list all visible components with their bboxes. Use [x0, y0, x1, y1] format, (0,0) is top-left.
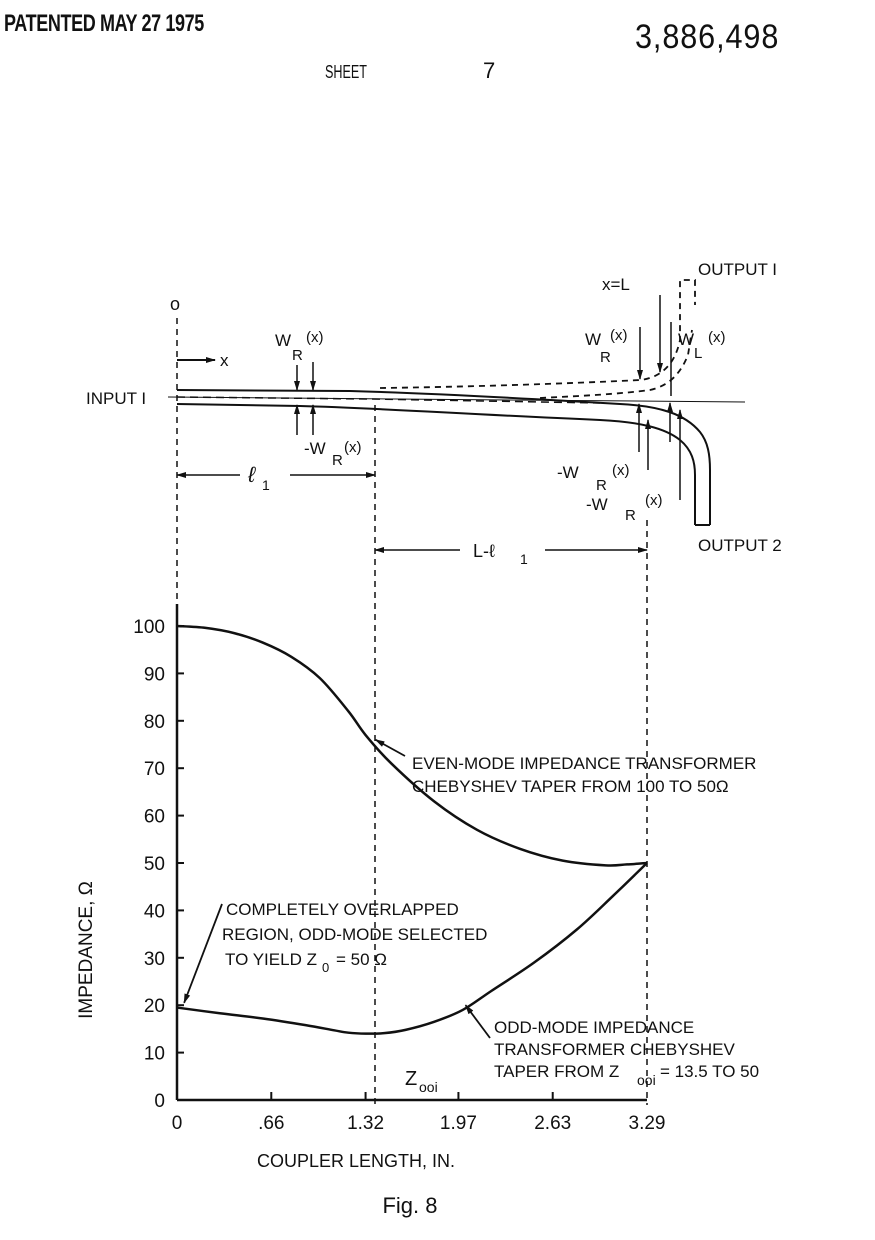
- svg-text:W: W: [678, 330, 694, 349]
- svg-text:CHEBYSHEV TAPER FROM 100 TO 50: CHEBYSHEV TAPER FROM 100 TO 50Ω: [412, 777, 729, 796]
- svg-text:COMPLETELY OVERLAPPED: COMPLETELY OVERLAPPED: [226, 900, 459, 919]
- svg-text:R: R: [292, 347, 303, 364]
- svg-text:L-ℓ: L-ℓ: [473, 541, 495, 561]
- svg-text:TAPER FROM Z: TAPER FROM Z: [494, 1062, 619, 1081]
- y-tick-label: 30: [144, 949, 165, 970]
- x-tick-label: 3.29: [629, 1113, 666, 1134]
- y-tick-label: 20: [144, 996, 165, 1017]
- sheet-label: SHEET: [325, 62, 368, 82]
- svg-text:W: W: [275, 331, 291, 350]
- output1-label: OUTPUT I: [698, 260, 777, 279]
- svg-text:ODD-MODE IMPEDANCE: ODD-MODE IMPEDANCE: [494, 1018, 694, 1037]
- svg-text:0: 0: [322, 960, 329, 975]
- y-tick-label: 10: [144, 1044, 165, 1065]
- y-tick-label: 80: [144, 712, 165, 733]
- x-label: x: [220, 351, 229, 370]
- x-tick-label: 2.63: [534, 1113, 571, 1134]
- svg-text:(x): (x): [708, 329, 726, 346]
- y-tick-label: 100: [133, 617, 165, 638]
- y-tick-label: 40: [144, 901, 165, 922]
- svg-text:ooi: ooi: [637, 1072, 656, 1088]
- impedance-chart: 0 10 20 30 40 50 60 70 80 90 100 0 .66 1.32 1.97 2.63 3.…: [133, 604, 665, 1134]
- wl-label: W L (x): [678, 329, 726, 362]
- figure-caption: Fig. 8: [382, 1193, 437, 1218]
- L-minus-l1-label: L-ℓ 1: [473, 541, 528, 567]
- svg-text:R: R: [600, 349, 611, 366]
- x-eq-L-label: x=L: [602, 275, 630, 294]
- odd-mode-curve: [176, 862, 648, 1035]
- svg-text:= 13.5 TO 50: = 13.5 TO 50: [660, 1062, 759, 1081]
- wr-label-top-left: W R (x): [275, 329, 324, 364]
- svg-text:L: L: [694, 345, 702, 362]
- input1-label: INPUT I: [86, 389, 146, 408]
- svg-text:ℓ: ℓ: [247, 462, 256, 487]
- output1-dashed-inner: [539, 329, 693, 399]
- svg-text:Z: Z: [405, 1068, 417, 1090]
- neg-wr-label-right-1: -W R (x): [557, 462, 630, 494]
- l1-label: ℓ 1: [247, 462, 270, 493]
- svg-text:(x): (x): [612, 462, 630, 479]
- strip-bottom-edge: [176, 403, 696, 525]
- centerline: [167, 396, 746, 403]
- svg-text:(x): (x): [344, 439, 362, 456]
- x-tick-label: 1.97: [440, 1113, 477, 1134]
- svg-text:(x): (x): [610, 327, 628, 344]
- y-tick-label: 90: [144, 664, 165, 685]
- neg-wr-label-left: -W R (x): [304, 439, 362, 469]
- svg-text:R: R: [625, 507, 636, 524]
- even-mode-curve: [176, 624, 648, 867]
- y-axis-title: IMPEDANCE, Ω: [76, 881, 97, 1019]
- x-tick-label: 0: [172, 1113, 183, 1134]
- svg-text:-W: -W: [586, 495, 608, 514]
- svg-text:R: R: [332, 452, 343, 469]
- overlapped-leader: [183, 903, 223, 1004]
- x-tick-label: .66: [258, 1113, 284, 1134]
- annotation-odd-mode: ODD-MODE IMPEDANCE TRANSFORMER CHEBYSHEV…: [494, 1018, 759, 1088]
- svg-text:1: 1: [520, 551, 528, 567]
- sheet-number: 7: [483, 58, 496, 83]
- annotation-overlapped: COMPLETELY OVERLAPPED REGION, ODD-MODE S…: [222, 900, 487, 975]
- svg-text:W: W: [585, 330, 601, 349]
- svg-text:REGION, ODD-MODE SELECTED: REGION, ODD-MODE SELECTED: [222, 925, 487, 944]
- x-axis-title: COUPLER LENGTH, IN.: [257, 1151, 455, 1171]
- x-tick-label: 1.32: [347, 1113, 384, 1134]
- even-mode-leader: [374, 738, 406, 757]
- svg-text:TO YIELD Z: TO YIELD Z: [225, 950, 317, 969]
- svg-text:-W: -W: [557, 463, 579, 482]
- output1-dashed-outer: [379, 279, 696, 389]
- annotation-zooi: Z ooi: [405, 1068, 438, 1095]
- y-tick-label: 70: [144, 759, 165, 780]
- y-tick-label: 0: [154, 1091, 165, 1112]
- patent-number: 3,886,498: [635, 18, 780, 56]
- y-tick-label: 50: [144, 854, 165, 875]
- svg-text:EVEN-MODE IMPEDANCE TRANSFORME: EVEN-MODE IMPEDANCE TRANSFORMER: [412, 754, 756, 773]
- strip-top-edge: [176, 389, 711, 525]
- y-tick-label: 60: [144, 807, 165, 828]
- svg-text:= 50 Ω: = 50 Ω: [336, 950, 387, 969]
- origin-label: o: [170, 294, 180, 314]
- svg-text:TRANSFORMER CHEBYSHEV: TRANSFORMER CHEBYSHEV: [494, 1040, 736, 1059]
- svg-text:-W: -W: [304, 439, 326, 458]
- neg-wr-label-right-2: -W R (x): [586, 492, 663, 524]
- svg-text:ooi: ooi: [419, 1079, 438, 1095]
- svg-text:R: R: [596, 477, 607, 494]
- coupler-schematic: [167, 279, 746, 1105]
- odd-mode-leader: [464, 1004, 491, 1039]
- svg-text:1: 1: [262, 477, 270, 493]
- annotation-even-mode: EVEN-MODE IMPEDANCE TRANSFORMER CHEBYSHE…: [412, 754, 756, 796]
- output2-label: OUTPUT 2: [698, 536, 782, 555]
- svg-text:(x): (x): [645, 492, 663, 509]
- patent-date: PATENTED MAY 27 1975: [4, 10, 204, 37]
- wr-label-top-right: W R (x): [585, 327, 628, 366]
- svg-text:(x): (x): [306, 329, 324, 346]
